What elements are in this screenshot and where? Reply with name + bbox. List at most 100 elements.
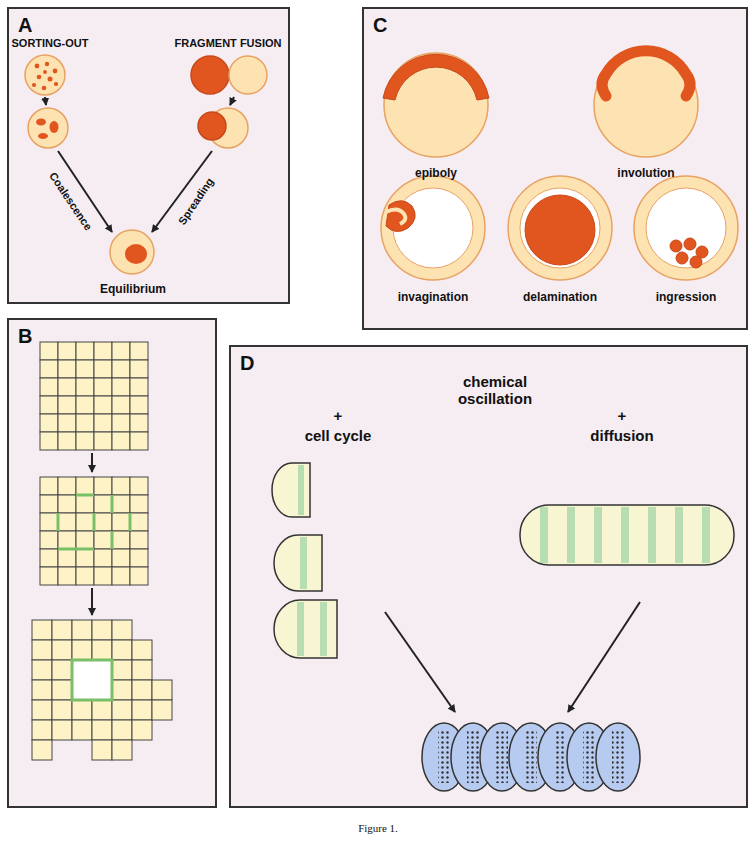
cell — [112, 531, 130, 549]
figure-panel: A — [7, 7, 290, 304]
cell — [152, 700, 172, 720]
cell — [58, 396, 76, 414]
cell — [58, 432, 76, 450]
cell — [94, 360, 112, 378]
cell — [94, 567, 112, 585]
cell — [52, 680, 72, 700]
cell — [76, 432, 94, 450]
cell — [40, 477, 58, 495]
somite-dots — [467, 731, 479, 783]
cell — [40, 495, 58, 513]
cell — [112, 414, 130, 432]
cell — [76, 531, 94, 549]
figure-panel: B — [7, 318, 217, 808]
cell — [130, 342, 148, 360]
cell — [112, 700, 132, 720]
cell — [40, 360, 58, 378]
figure-label: chemical oscillation — [445, 373, 545, 408]
figure-label: invagination — [398, 291, 469, 305]
cell — [94, 495, 112, 513]
cell — [32, 660, 52, 680]
cell — [52, 720, 72, 740]
cell — [76, 567, 94, 585]
cell — [132, 640, 152, 660]
cell — [130, 414, 148, 432]
figure-label: ingression — [656, 291, 717, 305]
cell — [112, 432, 130, 450]
cell — [40, 513, 58, 531]
cell — [76, 513, 94, 531]
cell — [40, 567, 58, 585]
cell — [130, 477, 148, 495]
cell — [94, 396, 112, 414]
cell — [94, 513, 112, 531]
cell — [58, 414, 76, 432]
panel-letter: C — [373, 14, 387, 37]
cell — [92, 620, 112, 640]
cell — [32, 620, 52, 640]
cell — [112, 720, 132, 740]
gastrulation-figures — [381, 51, 738, 280]
figure-caption: Figure 1. — [358, 822, 398, 834]
cell — [76, 360, 94, 378]
figure-label: involution — [617, 167, 674, 181]
cell — [92, 640, 112, 660]
cell — [152, 680, 172, 700]
cell — [40, 531, 58, 549]
cell — [92, 720, 112, 740]
cell — [72, 700, 92, 720]
cell — [94, 549, 112, 567]
figure-label: SORTING-OUT — [12, 37, 89, 50]
somite-dots — [496, 731, 508, 783]
figure-label: + — [334, 407, 343, 424]
stripe — [648, 507, 656, 563]
stripe — [621, 507, 629, 563]
cell — [112, 660, 132, 680]
cell — [58, 360, 76, 378]
cell — [76, 342, 94, 360]
cell — [58, 531, 76, 549]
cell — [40, 378, 58, 396]
sorting-figure — [25, 55, 267, 274]
cell — [76, 477, 94, 495]
cell — [112, 620, 132, 640]
cell — [58, 513, 76, 531]
cell — [40, 549, 58, 567]
cell — [72, 640, 92, 660]
cell — [112, 549, 130, 567]
cell — [92, 740, 112, 760]
cell — [130, 549, 148, 567]
cell — [112, 740, 132, 760]
cell — [112, 567, 130, 585]
panel-letter: D — [240, 352, 254, 375]
adhesion-edge — [76, 548, 94, 551]
cell — [132, 700, 152, 720]
cell — [112, 396, 130, 414]
figure-label: diffusion — [590, 427, 653, 444]
adhesion-edge — [93, 513, 96, 531]
cell — [58, 477, 76, 495]
panel-ground — [7, 318, 217, 808]
adhesion-edge — [76, 494, 94, 497]
cell — [76, 378, 94, 396]
cell — [72, 720, 92, 740]
cell — [40, 342, 58, 360]
cell — [112, 680, 132, 700]
cell — [112, 495, 130, 513]
stripe — [702, 507, 710, 563]
somite-dots — [554, 731, 566, 783]
segmentation-figures — [272, 463, 734, 791]
cell — [58, 495, 76, 513]
adhesion-edge — [129, 513, 132, 531]
cell — [94, 342, 112, 360]
stripe — [675, 507, 683, 563]
cell — [130, 495, 148, 513]
cell — [130, 513, 148, 531]
cell — [76, 396, 94, 414]
cell — [130, 432, 148, 450]
somite-dots — [438, 731, 450, 783]
cell — [72, 620, 92, 640]
somite-dots — [583, 731, 595, 783]
cell — [112, 342, 130, 360]
